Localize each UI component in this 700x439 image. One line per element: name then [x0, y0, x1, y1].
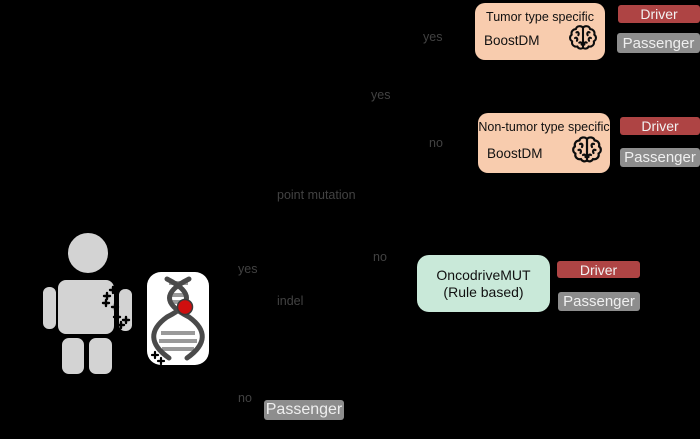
- patient-left-leg: [60, 336, 86, 375]
- driver-badge-non-tumor: Driver: [620, 117, 700, 135]
- node-model-name: BoostDM: [484, 33, 540, 48]
- branch-label-coding-yes: yes: [238, 262, 258, 276]
- mutation-dot: [176, 298, 194, 316]
- branch-label-model-no: no: [373, 250, 387, 264]
- passenger-badge-tumor: Passenger: [617, 33, 700, 53]
- boostdm-non-tumor-type-node: Non-tumor type specific BoostDM: [478, 113, 610, 173]
- branch-label-point-mutation: point mutation: [277, 188, 356, 202]
- branch-label-indel: indel: [277, 294, 304, 308]
- tumor-marks-icon: [150, 350, 166, 366]
- brain-icon: [572, 136, 602, 163]
- passenger-badge-non-coding: Passenger: [264, 400, 344, 420]
- branch-label-tumor-type-yes: yes: [423, 30, 443, 44]
- dna-strands: [151, 276, 205, 361]
- tumor-marks-icon: [101, 280, 131, 330]
- node-title: Non-tumor type specific: [478, 120, 610, 134]
- boostdm-tumor-type-node: Tumor type specific BoostDM: [475, 3, 605, 60]
- passenger-badge-non-tumor: Passenger: [620, 148, 700, 167]
- branch-label-coding-no: no: [238, 391, 252, 405]
- dna-icon: [150, 276, 205, 366]
- patient-icon: [41, 231, 134, 375]
- node-title: Tumor type specific: [486, 10, 594, 24]
- node-model-name: BoostDM: [487, 146, 543, 161]
- driver-badge-tumor: Driver: [618, 5, 700, 23]
- patient-right-leg: [87, 336, 114, 375]
- brain-icon: [569, 25, 597, 50]
- dna-mutation-card: [147, 272, 209, 366]
- driver-badge-oncodrivemut: Driver: [557, 261, 640, 278]
- node-title: OncodriveMUT: [436, 267, 531, 283]
- passenger-badge-oncodrivemut: Passenger: [558, 292, 640, 311]
- oncodrivemut-node: OncodriveMUT (Rule based): [417, 255, 550, 312]
- node-subtitle: (Rule based): [443, 284, 524, 300]
- branch-label-model-split-yes: yes: [371, 88, 391, 102]
- branch-label-model-split-no: no: [429, 136, 443, 150]
- patient-head: [66, 231, 110, 275]
- patient-left-arm: [41, 285, 58, 331]
